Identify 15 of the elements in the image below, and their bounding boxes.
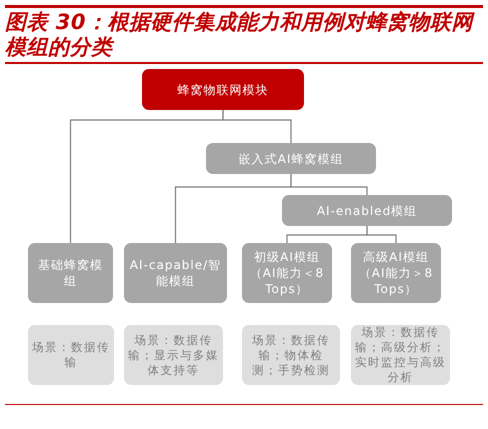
category-box: AI-enabled模组 <box>282 195 452 226</box>
category-box: 基础蜂窝模组 <box>28 243 113 303</box>
connector-line <box>222 110 292 143</box>
note-box: 场景：数据传输；高级分析；实时监控与高级分析 <box>351 325 450 385</box>
connector-line <box>290 174 368 195</box>
connector-line <box>366 226 397 243</box>
note-box: 场景：数据传输；显示与多媒体支持等 <box>124 325 223 385</box>
category-box: 高级AI模组（AI能力＞8 Tops） <box>351 243 441 303</box>
note-box: 场景：数据传输 <box>28 325 114 385</box>
category-box: AI-capable/智能模组 <box>124 243 227 303</box>
title: 图表 30：根据硬件集成能力和用例对蜂窝物联网模组的分类 <box>5 10 476 60</box>
category-box: 嵌入式AI蜂窝模组 <box>206 143 376 174</box>
note-box: 场景：数据传输；物体检测；手势检测 <box>242 325 340 385</box>
root-box: 蜂窝物联网模块 <box>142 69 304 110</box>
category-box: 初级AI模组（AI能力＜8 Tops） <box>242 243 332 303</box>
